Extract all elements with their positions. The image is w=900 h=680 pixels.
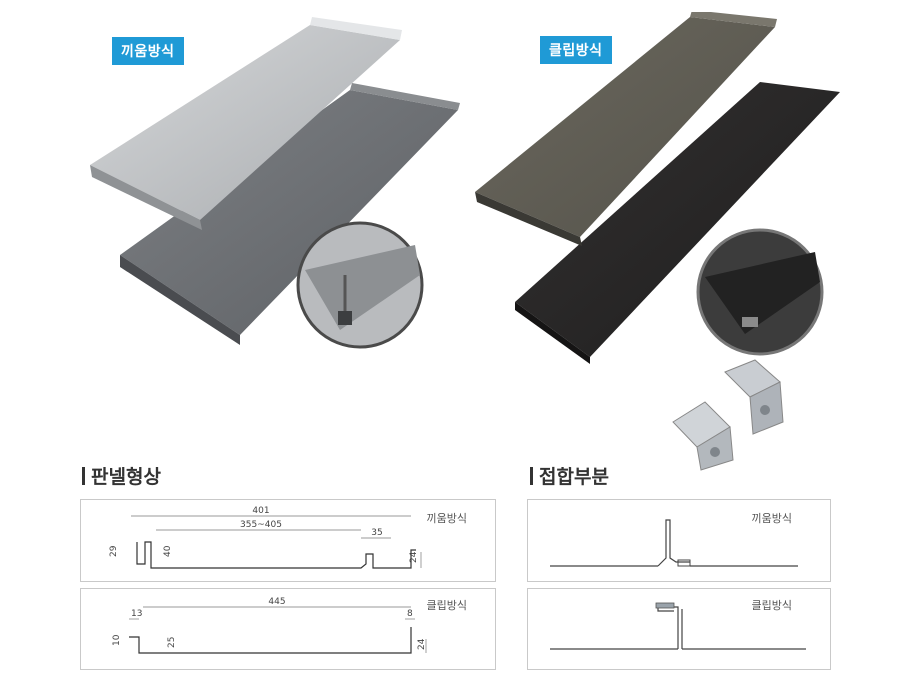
clip-panel-render: [475, 10, 840, 364]
dim-end-w: 8: [407, 609, 413, 619]
clip-hardware-photo: [665, 352, 795, 472]
fit-joint-drawing: [550, 519, 798, 567]
dim-lip: 35: [371, 528, 382, 538]
dim-lip-w: 13: [131, 609, 142, 619]
title-bar: [530, 467, 533, 485]
clip-joint-drawing: [550, 602, 806, 650]
clip-profile-drawing: 445 13 8 10 25 24: [112, 597, 427, 654]
panel-shape-title-text: 판넬형상: [91, 466, 161, 488]
panel-diagram-fit: 끼움방식 401 355~405 35 29 40 24: [80, 499, 496, 582]
clip-method-tag: 클립방식: [540, 36, 612, 64]
joint-diagram-fit: 끼움방식: [527, 499, 831, 582]
dim-right-h: 24: [417, 638, 427, 650]
product-photo-fit: 끼움방식: [80, 15, 470, 360]
panel-shape-title: 판넬형상: [82, 462, 161, 489]
dim-total: 445: [268, 597, 285, 607]
dim-left-h: 10: [112, 634, 122, 646]
fit-profile-drawing: 401 355~405 35 29 40 24: [109, 506, 422, 569]
panel-diagram-clip: 클립방식 445 13 8 10 25 24: [80, 588, 496, 670]
panel-diagram-fit-label: 끼움방식: [426, 512, 467, 525]
joint-title: 접합부분: [530, 462, 609, 489]
joint-diagram-fit-label: 끼움방식: [751, 512, 792, 525]
title-bar: [82, 467, 85, 485]
dim-rib-h: 40: [163, 545, 173, 557]
panel-diagram-clip-label: 클립방식: [426, 599, 467, 612]
dim-right-h: 24: [409, 551, 419, 563]
joint-title-text: 접합부분: [539, 466, 609, 488]
joint-diagram-clip-label: 클립방식: [751, 599, 792, 612]
dim-left-h: 29: [109, 545, 119, 557]
fit-panel-render: [90, 17, 460, 349]
dim-span: 355~405: [240, 520, 282, 530]
dim-total: 401: [252, 506, 269, 516]
joint-diagram-clip: 클립방식: [527, 588, 831, 670]
fit-method-tag: 끼움방식: [112, 37, 184, 65]
dim-rib-h: 25: [167, 637, 177, 648]
product-photo-clip: 클립방식: [470, 10, 870, 372]
metal-clip-render: [672, 359, 784, 471]
